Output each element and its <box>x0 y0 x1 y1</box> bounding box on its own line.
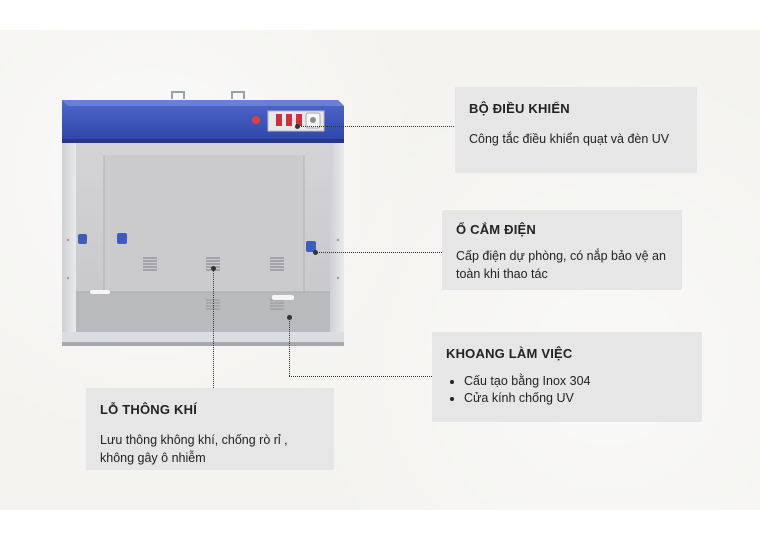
leader-vent-end <box>211 266 216 271</box>
leader-controller-end <box>295 124 300 129</box>
callout-vent-title: LỖ THÔNG KHÍ <box>100 402 198 417</box>
callout-socket-desc: Cấp điện dự phòng, có nắp bảo vệ an toàn… <box>456 249 666 281</box>
work-chamber <box>62 143 344 346</box>
socket-caps <box>78 233 316 252</box>
callout-controller-desc: Công tắc điều khiển quạt và đèn UV <box>469 132 670 146</box>
leader-socket <box>316 252 442 253</box>
callout-socket: Ổ CẮM ĐIỆN Cấp điện dự phòng, có nắp bảo… <box>442 210 682 290</box>
side-screws <box>66 238 340 280</box>
callout-workspace-list: Cấu tạo bằng Inox 304 Cửa kính chống UV <box>446 373 688 407</box>
callout-workspace: KHOANG LÀM VIỆC Cấu tạo bằng Inox 304 Cử… <box>432 332 702 422</box>
leader-workspace-end <box>287 315 292 320</box>
top-handles <box>171 91 245 99</box>
callout-controller: BỘ ĐIỀU KHIỂN Công tắc điều khiển quạt v… <box>455 87 697 173</box>
leader-socket-end <box>313 250 318 255</box>
callout-workspace-title: KHOANG LÀM VIỆC <box>446 346 573 361</box>
interior-handles <box>90 290 294 300</box>
callout-socket-title: Ổ CẮM ĐIỆN <box>456 222 536 237</box>
leader-controller <box>298 126 454 127</box>
callout-workspace-bullet: Cửa kính chống UV <box>464 390 688 407</box>
leader-workspace-horizontal <box>289 376 432 377</box>
callout-vent: LỖ THÔNG KHÍ Lưu thông không khí, chống … <box>86 388 334 470</box>
callout-controller-title: BỘ ĐIỀU KHIỂN <box>469 101 570 116</box>
leader-workspace-vertical <box>289 318 290 376</box>
leader-vent <box>213 270 214 388</box>
callout-workspace-bullet: Cấu tạo bằng Inox 304 <box>464 373 688 390</box>
callout-vent-desc: Lưu thông không khí, chống rò rỉ , không… <box>100 433 288 465</box>
